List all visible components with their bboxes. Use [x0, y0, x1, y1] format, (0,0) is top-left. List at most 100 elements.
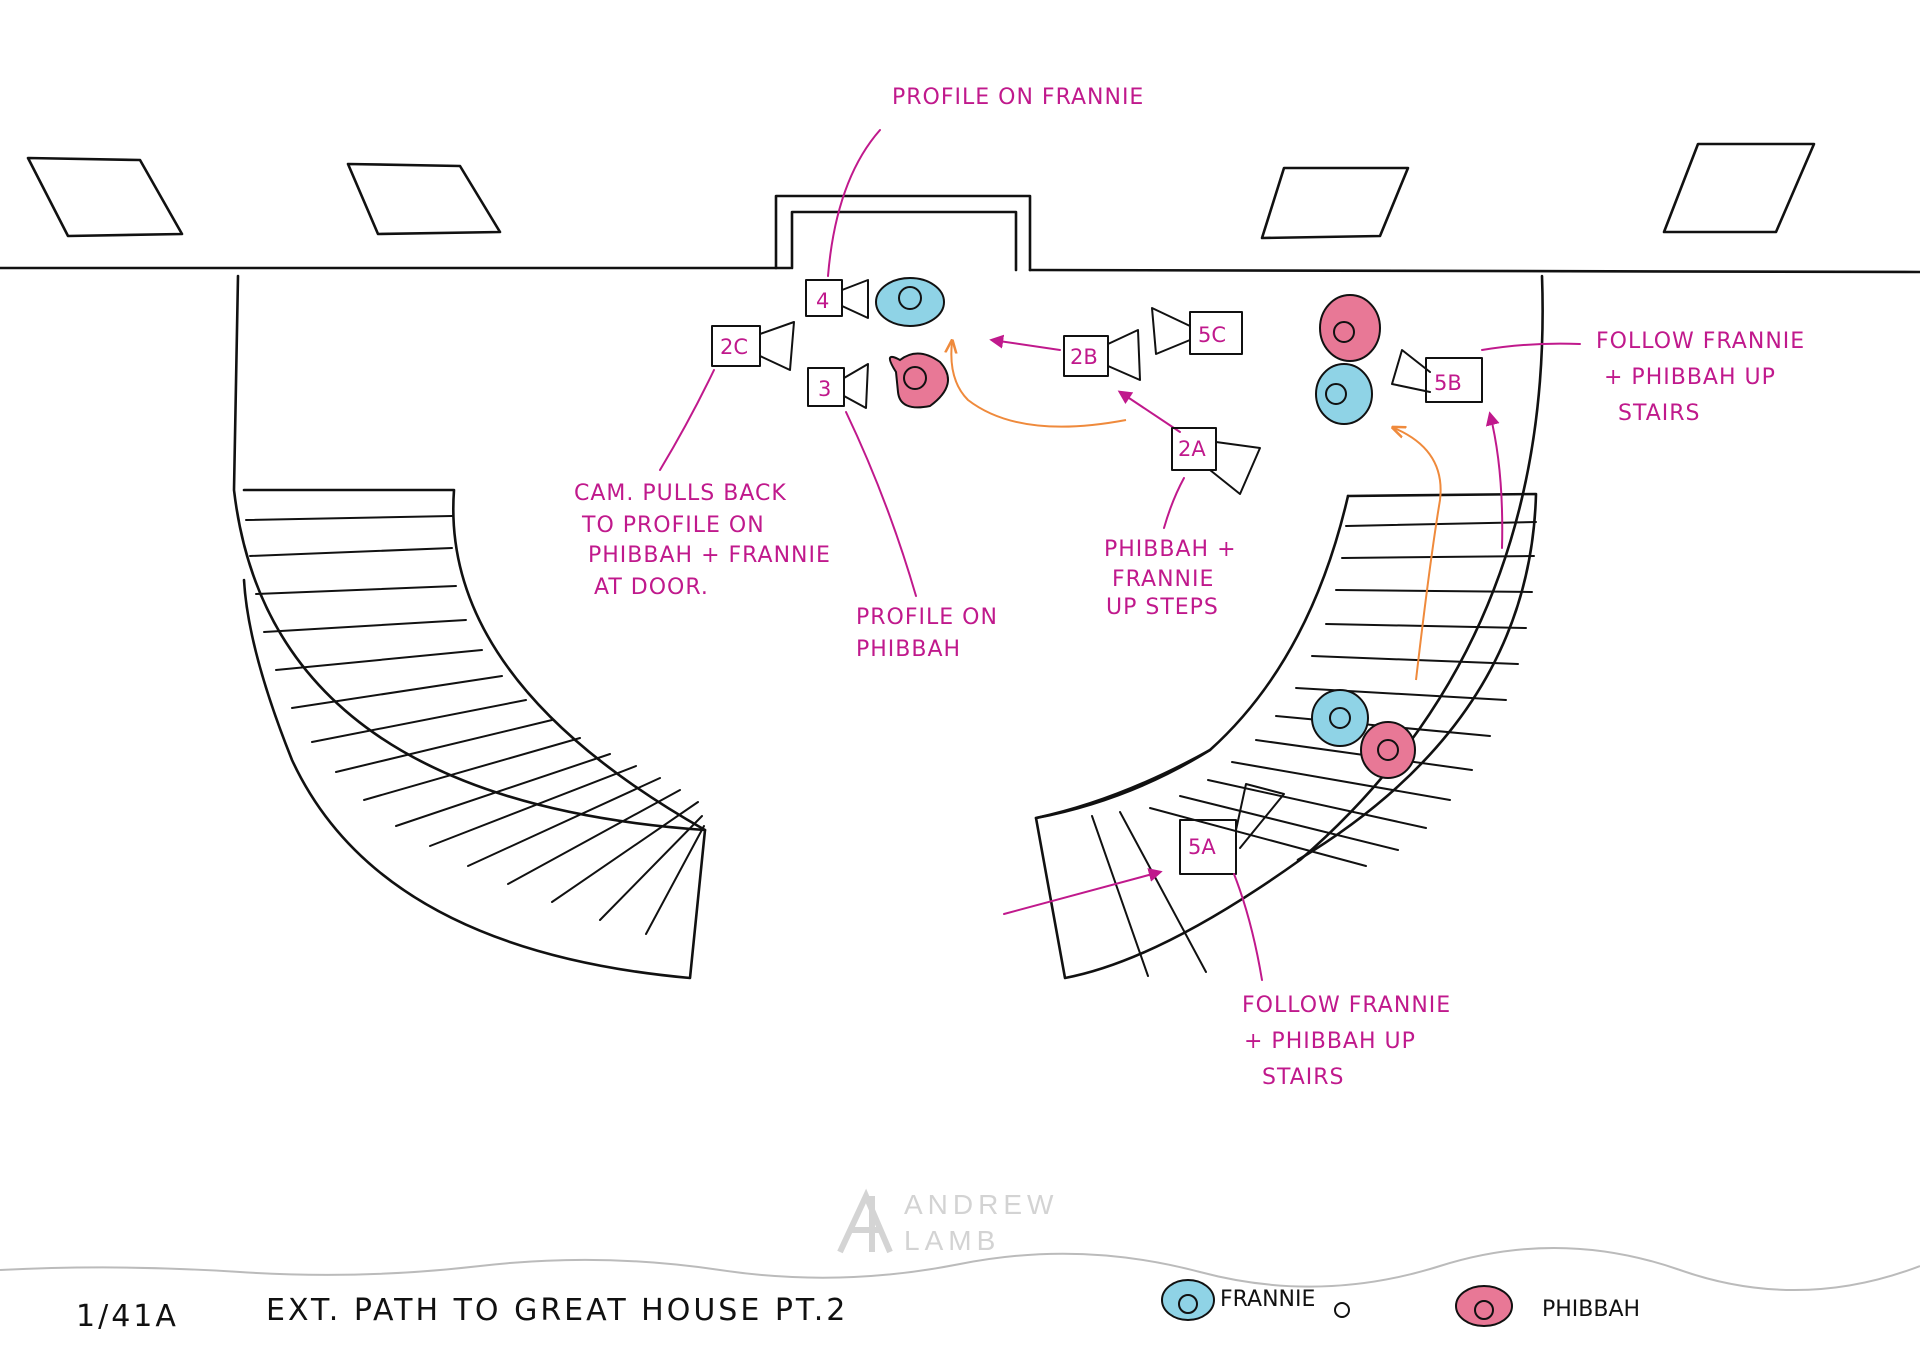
frannie-legend-icon	[1161, 1279, 1215, 1321]
stair-tread	[1341, 555, 1535, 559]
note-cam-pulls: CAM. PULLS BACK TO PROFILE ON PHIBBAH + …	[574, 481, 831, 600]
camera-5a: 5A	[1179, 783, 1285, 875]
svg-text:FRANNIE: FRANNIE	[1112, 567, 1214, 592]
camera-2a-label: 2A	[1178, 437, 1206, 461]
stair-tread	[1311, 655, 1519, 665]
svg-text:FOLLOW FRANNIE: FOLLOW FRANNIE	[1596, 329, 1805, 354]
stair-tread	[551, 801, 699, 903]
stair-tread	[1149, 807, 1367, 867]
watermark: ANDREW LAMB	[837, 1188, 1058, 1256]
arrow-2b-to-door	[989, 334, 1061, 351]
svg-text:UP STEPS: UP STEPS	[1106, 595, 1219, 620]
camera-5b-label: 5B	[1434, 371, 1462, 395]
svg-text:PROFILE ON: PROFILE ON	[856, 605, 998, 630]
svg-text:PHIBBAH +: PHIBBAH +	[1104, 537, 1237, 562]
stair-tread	[1335, 589, 1533, 593]
frannie-marker-stairs	[1311, 689, 1369, 747]
cameras: 4 2C 3 2B 5C 2A 5B	[711, 279, 1483, 875]
arrow-2a-to-2b	[1117, 390, 1181, 433]
camera-4: 4	[805, 279, 869, 319]
phibbah-marker-door	[889, 352, 949, 409]
camera-5b: 5B	[1391, 349, 1483, 403]
staircase-right	[1034, 492, 1538, 977]
svg-text:+ PHIBBAH UP: + PHIBBAH UP	[1604, 365, 1776, 390]
svg-text:STAIRS: STAIRS	[1262, 1065, 1344, 1090]
camera-2b-label: 2B	[1070, 345, 1098, 369]
svg-text:FOLLOW FRANNIE: FOLLOW FRANNIE	[1242, 993, 1451, 1018]
svg-text:CAM. PULLS BACK: CAM. PULLS BACK	[574, 481, 787, 506]
note-follow-bottom: FOLLOW FRANNIE + PHIBBAH UP STAIRS	[1242, 993, 1451, 1090]
camera-5c-label: 5C	[1198, 323, 1226, 347]
svg-text:PHIBBAH + FRANNIE: PHIBBAH + FRANNIE	[588, 543, 831, 568]
stair-tread	[1179, 795, 1399, 851]
arrow-5a-track	[1003, 868, 1163, 915]
stair-tread	[395, 753, 611, 827]
footer: 1/41A EXT. PATH TO GREAT HOUSE PT.2 FRAN…	[76, 1279, 1640, 1334]
door	[774, 194, 1032, 272]
movement-arrows	[951, 334, 1504, 915]
watermark-line2: LAMB	[904, 1225, 1000, 1256]
frannie-marker-door	[875, 277, 945, 327]
note-profile-phibbah: PROFILE ON PHIBBAH	[856, 605, 998, 662]
camera-5c: 5C	[1151, 307, 1243, 355]
svg-text:PHIBBAH: PHIBBAH	[856, 637, 961, 662]
staircase-left	[242, 488, 707, 935]
camera-3-label: 3	[818, 377, 831, 401]
annotations: PROFILE ON FRANNIE CAM. PULLS BACK TO PR…	[574, 85, 1805, 1090]
stair-tread	[1295, 687, 1507, 701]
stair-tread	[645, 825, 705, 935]
note-follow-right: FOLLOW FRANNIE + PHIBBAH UP STAIRS	[1596, 329, 1805, 426]
scene-number: 1/41A	[76, 1299, 179, 1334]
camera-4-label: 4	[816, 289, 829, 313]
svg-text:STAIRS: STAIRS	[1618, 401, 1700, 426]
stair-tread	[335, 719, 553, 773]
note-profile-frannie: PROFILE ON FRANNIE	[892, 85, 1144, 110]
stair-tread	[507, 789, 681, 885]
camera-5a-label: 5A	[1188, 835, 1216, 859]
phibbah-legend-icon	[1455, 1285, 1513, 1327]
svg-text:AT DOOR.: AT DOOR.	[594, 575, 709, 600]
legend-frannie-label: FRANNIE	[1220, 1287, 1315, 1312]
note-up-steps: PHIBBAH + FRANNIE UP STEPS	[1104, 537, 1237, 620]
window-4	[1662, 142, 1816, 234]
camera-2c: 2C	[711, 321, 795, 371]
legend-phibbah-label: PHIBBAH	[1542, 1297, 1640, 1322]
stair-tread	[1119, 811, 1207, 973]
phibbah-marker-stairs	[1360, 721, 1416, 779]
legend-frannie: FRANNIE	[1161, 1279, 1350, 1321]
stair-tread	[291, 675, 503, 709]
stair-tread	[363, 737, 581, 801]
building-facade	[0, 142, 1920, 274]
svg-text:TO PROFILE ON: TO PROFILE ON	[581, 513, 765, 538]
orange-path-stairs	[1394, 428, 1442, 681]
stair-tread	[1231, 761, 1451, 801]
scene-title: EXT. PATH TO GREAT HOUSE PT.2	[266, 1293, 848, 1328]
stair-tread	[1091, 815, 1149, 977]
window-2	[346, 162, 502, 236]
watermark-line1: ANDREW	[904, 1189, 1058, 1220]
watermark-logo-icon	[837, 1188, 893, 1254]
stair-tread	[599, 815, 703, 921]
stair-tread	[249, 547, 453, 557]
svg-text:+ PHIBBAH UP: + PHIBBAH UP	[1244, 1029, 1416, 1054]
window-1	[26, 156, 184, 238]
legend-phibbah: PHIBBAH	[1455, 1285, 1640, 1327]
frannie-marker-top-right	[1315, 363, 1373, 425]
stair-tread	[1345, 521, 1537, 527]
stair-tread	[467, 777, 661, 867]
camera-2b: 2B	[1063, 329, 1141, 381]
orange-path-door	[951, 342, 1127, 428]
arrow-5b-up	[1485, 411, 1504, 549]
stair-tread	[255, 585, 457, 595]
stair-tread	[1325, 623, 1527, 629]
stair-tread	[311, 699, 527, 743]
stair-tread	[429, 765, 637, 847]
camera-3: 3	[807, 363, 869, 409]
phibbah-marker-top-right	[1319, 294, 1381, 362]
leader-lines	[659, 129, 1581, 981]
stair-tread	[275, 649, 483, 671]
camera-2a: 2A	[1171, 427, 1261, 495]
page-torn-edge	[0, 1247, 1920, 1291]
stair-tread	[245, 515, 453, 521]
